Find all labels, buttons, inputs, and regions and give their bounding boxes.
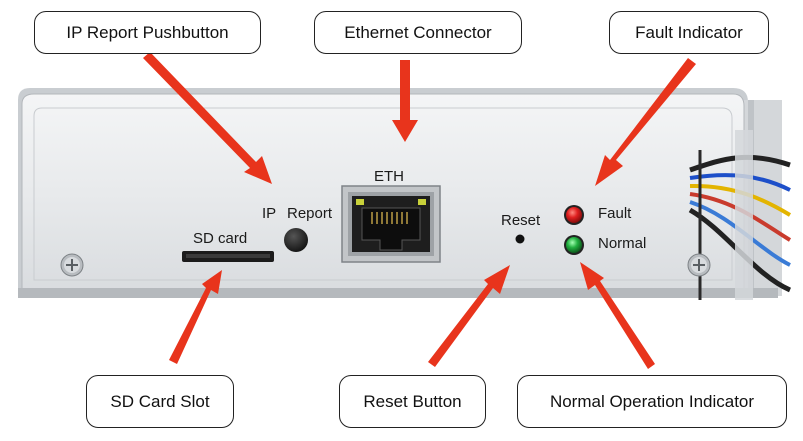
callout-ethernet-connector: Ethernet Connector (314, 11, 522, 54)
callout-sd-card-slot: SD Card Slot (86, 375, 234, 428)
fault-label: Fault (598, 205, 632, 222)
report-label: Report (287, 205, 333, 222)
reset-label: Reset (501, 212, 541, 229)
arrow-fault (595, 58, 696, 186)
sd-card-label: SD card (193, 230, 248, 247)
ip-label: IP (262, 205, 277, 222)
screw-left (60, 253, 84, 277)
arrow-ethernet (392, 60, 418, 142)
eth-label: ETH (374, 168, 404, 185)
callout-reset-button: Reset Button (339, 375, 486, 428)
arrow-reset (428, 265, 510, 367)
arrow-normal (580, 262, 655, 369)
callout-fault-indicator: Fault Indicator (609, 11, 769, 54)
screw-right (687, 253, 711, 277)
arrow-ip-report (143, 52, 272, 184)
sd-card-slot[interactable] (182, 251, 274, 262)
reset-button[interactable] (515, 234, 525, 244)
callout-normal-operation-indicator: Normal Operation Indicator (517, 375, 787, 428)
cable-bundle (688, 130, 792, 300)
ethernet-connector[interactable] (341, 185, 441, 263)
fault-indicator-led (564, 205, 584, 225)
normal-label: Normal (598, 235, 647, 252)
callout-ip-report-pushbutton: IP Report Pushbutton (34, 11, 261, 54)
normal-indicator-led (564, 235, 584, 255)
arrow-sd (169, 270, 222, 364)
ip-report-pushbutton[interactable] (284, 228, 308, 252)
